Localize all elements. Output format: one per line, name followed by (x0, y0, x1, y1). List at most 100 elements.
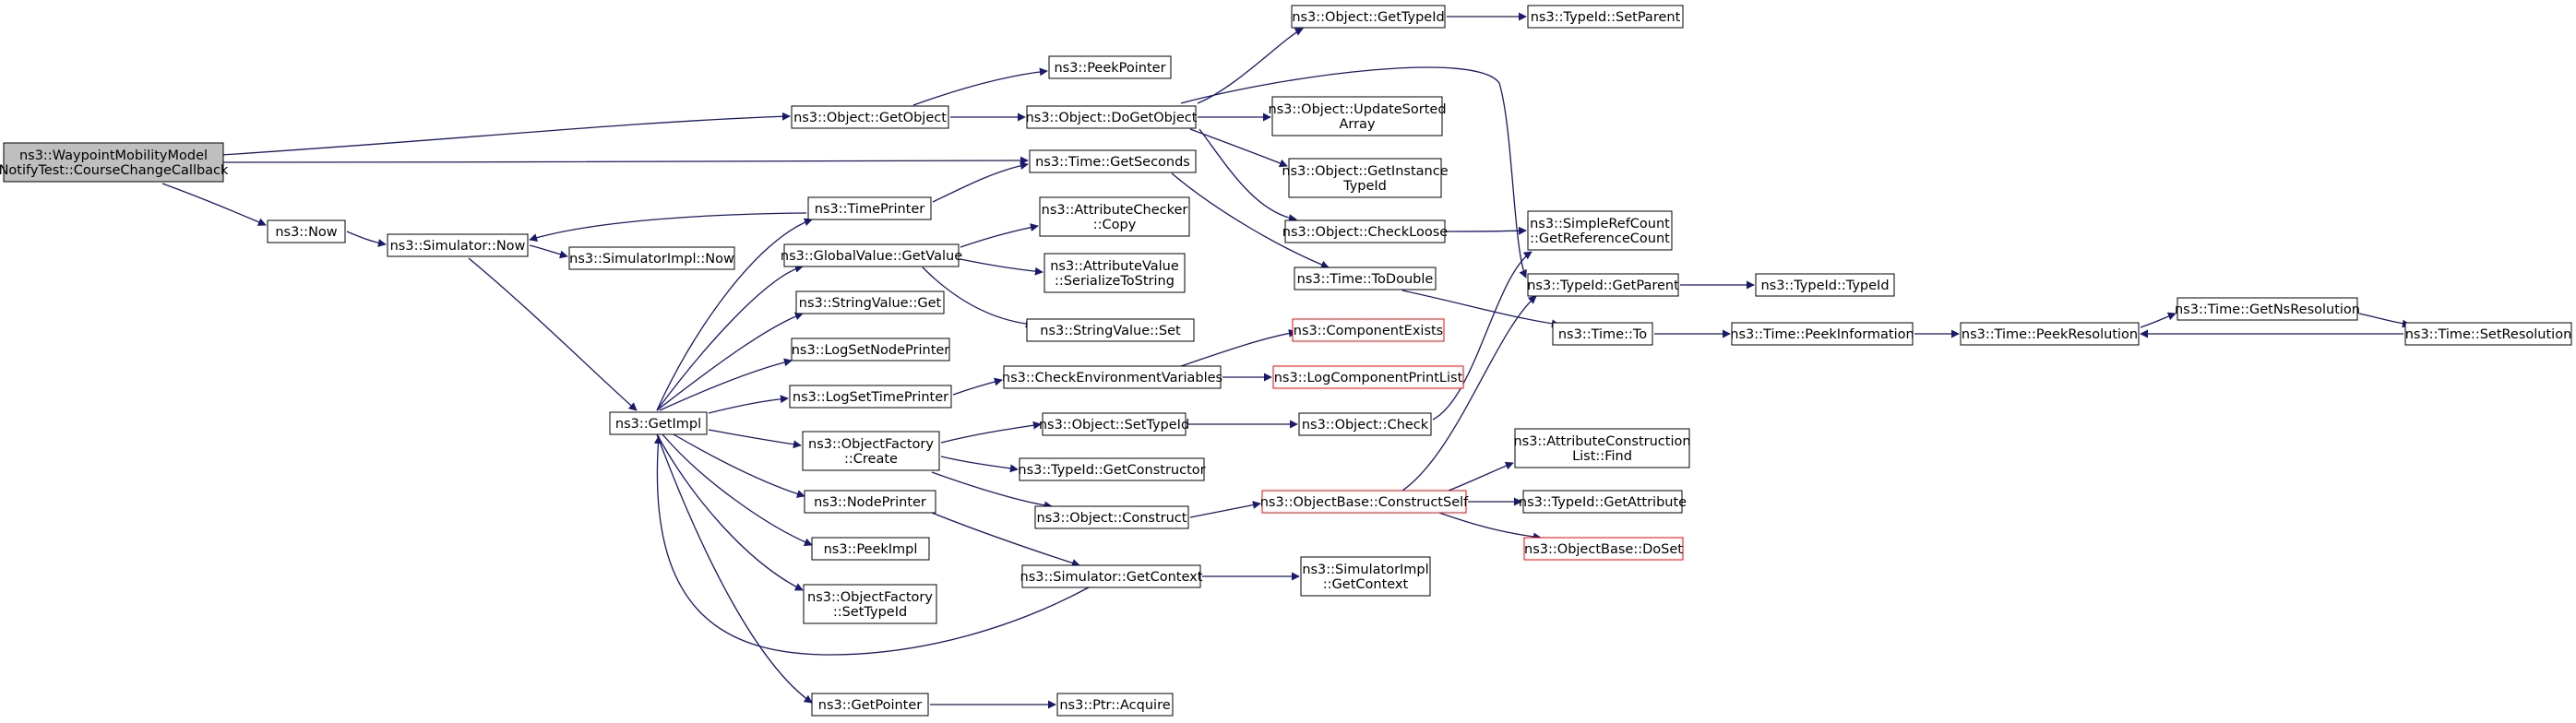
call-edge-dogetobject-to-checkloose (1199, 128, 1297, 223)
call-edge-root-to-getseconds (222, 156, 1029, 165)
node-label: List::Find (1572, 449, 1632, 464)
graph-node-getimpl[interactable]: ns3::GetImpl (609, 411, 708, 435)
graph-node-stringvalueget[interactable]: ns3::StringValue::Get (795, 290, 945, 314)
graph-node-timeprinter[interactable]: ns3::TimePrinter (807, 196, 932, 220)
node-label: ::GetContext (1323, 577, 1409, 592)
node-box (1731, 322, 1914, 346)
graph-node-getattribute[interactable]: ns3::TypeId::GetAttribute (1519, 490, 1687, 514)
graph-node-setresolution[interactable]: ns3::Time::SetResolution (2404, 322, 2572, 346)
node-label: ns3::Object::SetTypeId (1039, 418, 1189, 433)
graph-node-componentexists[interactable]: ns3::ComponentExists (1292, 318, 1445, 342)
graph-node-getrefcount[interactable]: ns3::SimpleRefCount::GetReferenceCount (1527, 210, 1673, 251)
node-box (1044, 253, 1186, 293)
graph-node-getseconds[interactable]: ns3::Time::GetSeconds (1029, 149, 1197, 173)
node-label: ::GetReferenceCount (1530, 231, 1670, 246)
graph-node-getcontext[interactable]: ns3::Simulator::GetContext (1020, 564, 1203, 588)
node-box (387, 233, 529, 257)
call-edge-peekresolution-to-getnsresolution (2140, 312, 2176, 328)
call-edge-globalvalue-to-attrvalueser (960, 258, 1044, 276)
graph-node-simimplnow[interactable]: ns3::SimulatorImpl::Now (568, 246, 735, 270)
graph-node-doset[interactable]: ns3::ObjectBase::DoSet (1523, 537, 1684, 561)
node-box (1261, 490, 1467, 514)
node-box (1527, 5, 1684, 29)
node-box (803, 584, 937, 624)
call-edge-constructself-to-attrconstructfind (1448, 461, 1514, 492)
call-edge-nodeprinter-to-getcontext (931, 512, 1080, 567)
graph-node-getobject[interactable]: ns3::Object::GetObject (791, 105, 949, 129)
graph-node-dogetobject[interactable]: ns3::Object::DoGetObject (1026, 105, 1198, 129)
graph-node-objfactorysettypeid[interactable]: ns3::ObjectFactory::SetTypeId (803, 584, 937, 624)
node-label: ns3::Object::UpdateSorted (1268, 102, 1446, 117)
graph-node-constructself[interactable]: ns3::ObjectBase::ConstructSelf (1260, 490, 1469, 514)
graph-node-timeto[interactable]: ns3::Time::To (1552, 322, 1653, 346)
node-label: ns3::AttributeConstruction (1513, 434, 1690, 449)
node-box (1048, 55, 1172, 79)
graph-node-getconstructor[interactable]: ns3::TypeId::GetConstructor (1018, 457, 1206, 481)
graph-node-root[interactable]: ns3::WaypointMobilityModelNotifyTest::Co… (0, 142, 229, 183)
graph-node-peekinformation[interactable]: ns3::Time::PeekInformation (1730, 322, 1914, 346)
node-label: ns3::Object::CheckLoose (1282, 225, 1448, 240)
node-label: ns3::SimpleRefCount (1530, 217, 1670, 231)
node-label: ns3::Time::SetResolution (2405, 327, 2572, 342)
node-box (811, 537, 930, 561)
node-label: ns3::TypeId::GetConstructor (1018, 463, 1205, 478)
edges-layer (161, 12, 2411, 709)
graph-node-gettypeid[interactable]: ns3::Object::GetTypeId (1291, 5, 1446, 29)
graph-node-attrcheckercopy[interactable]: ns3::AttributeChecker::Copy (1039, 196, 1190, 237)
node-label: ns3::LogSetTimePrinter (793, 390, 948, 405)
graph-node-getparent[interactable]: ns3::TypeId::GetParent (1527, 273, 1679, 297)
graph-node-objsettypeid[interactable]: ns3::Object::SetTypeId (1039, 412, 1189, 436)
node-label: ns3::StringValue::Set (1040, 324, 1181, 338)
node-label: ns3::TypeId::GetAttribute (1519, 495, 1687, 510)
call-edge-dogetobject-to-getinstancetypeid (1189, 128, 1288, 168)
call-edge-getimpl-to-peekimpl (662, 433, 813, 547)
node-label: ns3::StringValue::Get (799, 296, 942, 311)
node-box (2404, 322, 2572, 346)
graph-node-simnow[interactable]: ns3::Simulator::Now (387, 233, 529, 257)
node-box (1003, 365, 1222, 389)
call-edge-getimpl-to-objfactorysettypeid (656, 433, 804, 591)
graph-node-objcheck[interactable]: ns3::Object::Check (1298, 412, 1432, 436)
node-label: ns3::TypeId::GetParent (1527, 279, 1679, 293)
graph-node-simimplgetcontext[interactable]: ns3::SimulatorImpl::GetContext (1300, 556, 1431, 597)
graph-node-checkloose[interactable]: ns3::Object::CheckLoose (1282, 219, 1448, 243)
graph-node-logcomponentprintlist[interactable]: ns3::LogComponentPrintList (1272, 365, 1464, 389)
node-box (1019, 457, 1205, 481)
graph-node-now[interactable]: ns3::Now (267, 219, 346, 243)
graph-node-setparent[interactable]: ns3::TypeId::SetParent (1527, 5, 1684, 29)
graph-node-todouble[interactable]: ns3::Time::ToDouble (1294, 267, 1437, 290)
call-edge-getseconds-to-todouble (1171, 172, 1330, 269)
graph-node-objconstruct[interactable]: ns3::Object::Construct (1034, 505, 1189, 529)
call-edge-objfactorycreate-to-getconstructor (940, 456, 1019, 473)
graph-node-checkenv[interactable]: ns3::CheckEnvironmentVariables (1002, 365, 1222, 389)
node-label: ns3::CheckEnvironmentVariables (1002, 371, 1222, 385)
graph-node-peekpointer[interactable]: ns3::PeekPointer (1048, 55, 1172, 79)
graph-node-logsettimeprinter[interactable]: ns3::LogSetTimePrinter (789, 385, 952, 409)
graph-node-getpointer[interactable]: ns3::GetPointer (811, 693, 929, 717)
graph-node-objfactorycreate[interactable]: ns3::ObjectFactory::Create (802, 431, 940, 471)
graph-node-getnsresolution[interactable]: ns3::Time::GetNsResolution (2175, 297, 2360, 321)
call-edge-todouble-to-timeto (1401, 290, 1560, 328)
call-edge-objconstruct-to-constructself (1189, 501, 1261, 518)
graph-node-peekimpl[interactable]: ns3::PeekImpl (811, 537, 930, 561)
graph-node-nodeprinter[interactable]: ns3::NodePrinter (804, 490, 936, 514)
graph-node-globalvalue[interactable]: ns3::GlobalValue::GetValue (781, 243, 962, 267)
graph-node-logsetnodeprinter[interactable]: ns3::LogSetNodePrinter (791, 338, 950, 362)
graph-node-peekresolution[interactable]: ns3::Time::PeekResolution (1960, 322, 2140, 346)
node-box (1029, 149, 1197, 173)
node-label: TypeId (1342, 179, 1387, 194)
call-edge-getimpl-to-logsettimeprinter (708, 395, 789, 414)
graph-node-ptracquire[interactable]: ns3::Ptr::Acquire (1056, 693, 1174, 717)
call-edge-timeprinter-to-simnow (529, 212, 807, 242)
node-label: ns3::LogSetNodePrinter (792, 343, 950, 358)
graph-node-attrvalueser[interactable]: ns3::AttributeValue::SerializeToString (1044, 253, 1186, 293)
node-box (1514, 428, 1690, 468)
node-label: ns3::Time::PeekResolution (1962, 327, 2138, 342)
node-box (1300, 556, 1431, 597)
node-label: ns3::TypeId::SetParent (1531, 10, 1681, 25)
graph-node-stringvalueset[interactable]: ns3::StringValue::Set (1026, 318, 1195, 342)
graph-node-typeid[interactable]: ns3::TypeId::TypeId (1755, 273, 1895, 297)
